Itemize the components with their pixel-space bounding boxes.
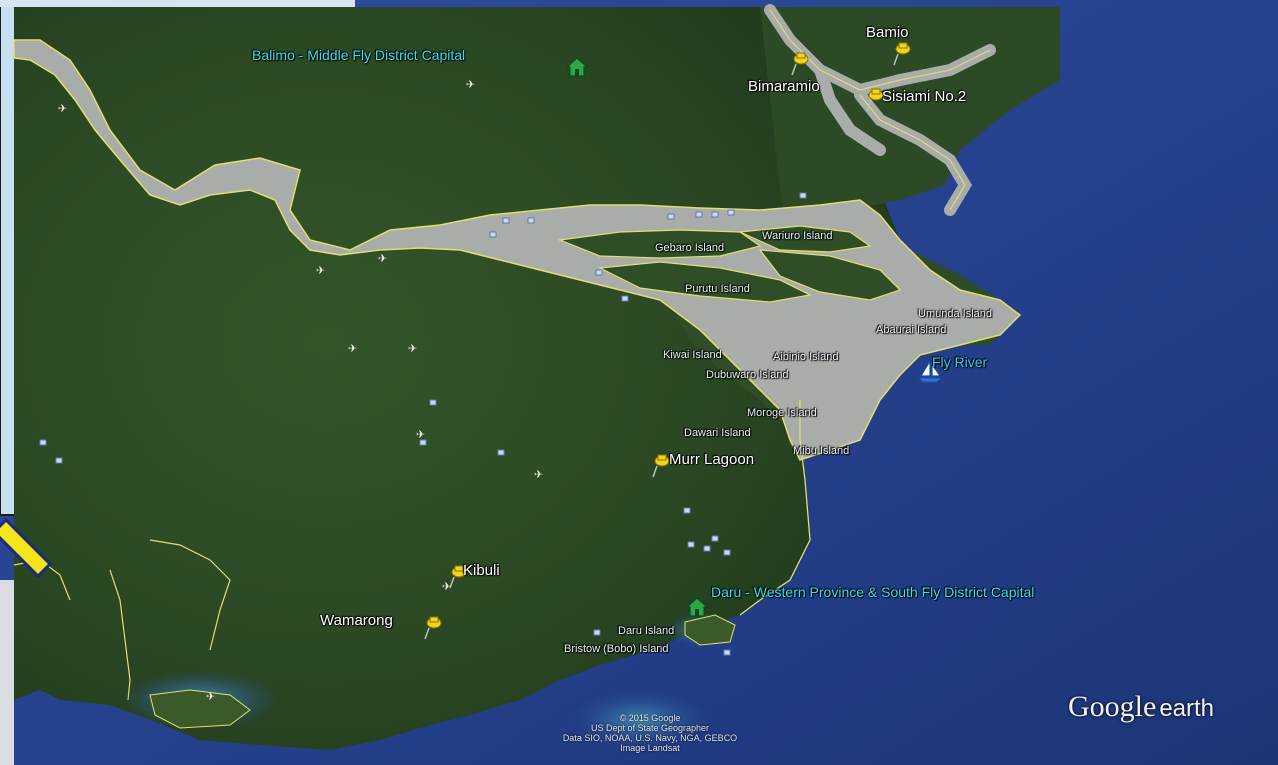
village-label-kibuli[interactable]: Kibuli xyxy=(463,562,500,579)
yellow-pushpin-icon[interactable] xyxy=(448,563,468,589)
island-label[interactable]: Umunda Island xyxy=(918,308,992,320)
logo-earth: earth xyxy=(1159,695,1215,722)
mainland xyxy=(14,7,900,750)
village-label-sisiami[interactable]: Sisiami No.2 xyxy=(882,88,967,105)
fly-river-channel xyxy=(13,39,1022,461)
island-label[interactable]: Mibu Island xyxy=(793,445,850,457)
small-place-markers xyxy=(39,192,807,656)
logo-google: Google xyxy=(1068,690,1157,723)
airplane-icon: ✈ xyxy=(58,102,67,115)
airstrip-markers: ✈ ✈ ✈ ✈ ✈ ✈ ✈ ✈ ✈ ✈ xyxy=(58,78,543,703)
island-label[interactable]: Gebaro Island xyxy=(655,242,725,254)
copyright-line: Image Landsat xyxy=(620,743,680,753)
green-house-icon[interactable] xyxy=(566,56,588,78)
imagery-copyright: © 2015 Google US Dept of State Geographe… xyxy=(520,713,780,753)
airplane-icon: ✈ xyxy=(442,580,451,593)
coastline-outline xyxy=(739,400,811,616)
yellow-pushpin-icon[interactable] xyxy=(651,452,671,478)
island-label[interactable]: Bristow (Bobo) Island xyxy=(564,643,669,655)
yellow-pushpin-icon[interactable] xyxy=(865,86,885,112)
delta-sub-islands xyxy=(557,225,902,303)
island-label[interactable]: Daru Island xyxy=(618,625,675,637)
village-label-bimaramio[interactable]: Bimaramio xyxy=(748,78,820,95)
island-label[interactable]: Moroge Island xyxy=(747,407,817,419)
southern-lagoons xyxy=(120,612,736,750)
copyright-line: Data SIO, NOAA, U.S. Navy, NGA, GEBCO xyxy=(562,733,738,743)
water-label-fly-river[interactable]: Fly River xyxy=(932,354,988,370)
inset-map-left xyxy=(0,0,355,765)
airplane-icon: ✈ xyxy=(378,252,387,265)
island-label[interactable]: Dawari Island xyxy=(684,427,751,439)
village-label-wamarong[interactable]: Wamarong xyxy=(320,612,393,629)
airplane-icon: ✈ xyxy=(316,264,325,277)
airplane-icon: ✈ xyxy=(466,78,475,91)
yellow-pushpin-icon[interactable] xyxy=(790,50,810,76)
island-label[interactable]: Dubuwaro Island xyxy=(706,369,789,381)
airplane-icon: ✈ xyxy=(534,468,543,481)
island-label[interactable]: Aibinio Island xyxy=(773,351,839,363)
northern-channels-outline xyxy=(769,9,991,211)
island-label[interactable]: Kiwai Island xyxy=(663,349,722,361)
green-house-icon[interactable] xyxy=(686,596,708,618)
village-label-bamio[interactable]: Bamio xyxy=(866,24,909,41)
copyright-line: © 2015 Google xyxy=(619,713,681,723)
airplane-icon: ✈ xyxy=(408,342,417,355)
inset-pointer-arrow xyxy=(0,518,60,578)
capital-label-daru[interactable]: Daru - Western Province & South Fly Dist… xyxy=(711,584,1035,600)
sailboat-icon[interactable] xyxy=(917,359,943,383)
copyright-line: US Dept of State Geographer xyxy=(590,723,710,733)
village-label-murr-lagoon[interactable]: Murr Lagoon xyxy=(669,451,755,468)
island-label[interactable]: Purutu Island xyxy=(685,283,750,295)
airplane-icon: ✈ xyxy=(348,342,357,355)
yellow-pushpin-icon[interactable] xyxy=(892,40,912,66)
airplane-icon: ✈ xyxy=(416,428,425,441)
capital-label-balimo[interactable]: Balimo - Middle Fly District Capital xyxy=(252,47,466,63)
island-label[interactable]: Wariuro Island xyxy=(762,230,833,242)
yellow-pushpin-icon[interactable] xyxy=(423,614,443,640)
airplane-icon: ✈ xyxy=(206,690,215,703)
island-label[interactable]: Abaurai Island xyxy=(876,324,947,336)
